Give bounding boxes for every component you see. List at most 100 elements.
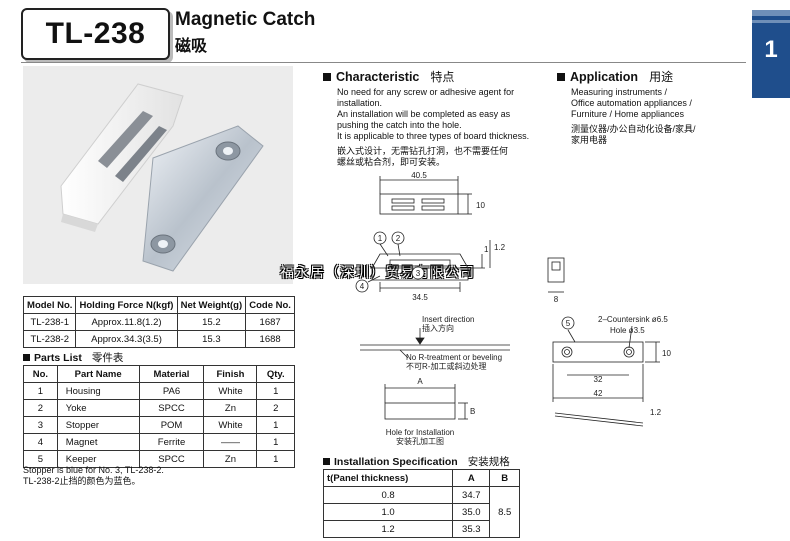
spec-header: Code No.: [245, 296, 295, 314]
spec-cell: TL-238-1: [22, 313, 77, 331]
parts-cell: 3: [23, 416, 58, 434]
application-title-cn: 用途: [649, 70, 674, 84]
hole-drawing-label: Hole for Installation: [386, 428, 454, 437]
application-heading: Application 用途: [557, 68, 673, 85]
callout-1: [373, 231, 387, 245]
characteristic-line: No need for any screw or adhesive agent …: [337, 87, 515, 97]
catch-end-view: [547, 257, 565, 283]
parts-cell: 5: [23, 450, 58, 468]
table-row: TL-238-1 Approx.11.8(1.2) 15.2 1687: [22, 313, 295, 331]
application-text: Measuring instruments / Office automatio…: [571, 87, 746, 146]
spec-cell: TL-238-2: [22, 330, 77, 348]
installation-cell: 34.7: [452, 486, 491, 504]
installation-cell: 0.8: [322, 486, 454, 504]
callout-label: 4: [360, 282, 365, 291]
parts-cell: 1: [23, 382, 58, 400]
installation-cell: 35.3: [452, 520, 491, 538]
application-line: Office automation appliances /: [571, 98, 692, 108]
parts-cell: ——: [203, 433, 258, 451]
parts-cell: Zn: [203, 450, 258, 468]
product-photo: [23, 66, 293, 284]
hole-drawing-label-cn: 安装孔加工图: [396, 436, 444, 446]
application-line: Measuring instruments /: [571, 87, 668, 97]
characteristic-line: It is applicable to three types of board…: [337, 131, 530, 141]
dimension-label: 8: [554, 295, 559, 304]
characteristic-heading: Characteristic 特点: [323, 68, 454, 85]
product-title: Magnetic Catch: [175, 9, 316, 30]
callout-label: 5: [566, 319, 571, 328]
callout-label: 2: [396, 234, 401, 243]
dimension-label: 42: [594, 389, 603, 398]
callout-label: 1: [378, 234, 383, 243]
spec-cell: 15.3: [176, 330, 247, 348]
keeper-plate-view: [552, 341, 644, 363]
characteristic-line-cn: 嵌入式设计，无需钻孔打洞，也不需要任何: [337, 146, 509, 156]
page-tab: [752, 10, 790, 98]
installation-cell: 35.0: [452, 503, 491, 521]
callout-2: [391, 231, 405, 245]
parts-cell: Magnet: [56, 433, 140, 451]
application-title: Application: [570, 69, 639, 84]
parts-cell: 1: [256, 450, 295, 468]
installation-title: Installation Specification: [334, 455, 458, 468]
page-tab-number: 1: [764, 36, 778, 63]
technical-drawing: 1 2 3 4 5 40.5 10 34.5 1 1.2 8 Insert di…: [355, 171, 671, 446]
stopper-note-cn: TL-238-2止挡的颜色为蓝色。: [23, 476, 141, 486]
installation-cell: 1.2: [322, 520, 454, 538]
parts-header: Finish: [203, 365, 258, 383]
installation-header: A: [452, 469, 491, 487]
watermark: 福永居（深圳）贸易有限公司: [280, 265, 475, 281]
section-bullet-icon: [323, 458, 330, 465]
section-bullet-icon: [323, 72, 331, 81]
parts-cell: Ferrite: [138, 433, 205, 451]
table-row: 1.0 35.0: [322, 503, 520, 521]
characteristic-line-cn: 螺丝或粘合剂，即可安装。: [337, 157, 446, 167]
characteristic-line: An installation will be completed as eas…: [337, 109, 511, 119]
parts-list-heading: Parts List 零件表: [23, 350, 123, 365]
installation-hole: [384, 402, 456, 420]
dimension-label: 1: [484, 245, 489, 254]
dimension-label: B: [470, 407, 475, 416]
installation-header: B: [489, 469, 520, 487]
page-tab-strip: [752, 10, 790, 16]
section-bullet-icon: [23, 354, 30, 361]
parts-cell: 2: [256, 399, 295, 417]
application-line-cn: 测量仪器/办公自动化设备/家具/: [571, 124, 696, 134]
parts-cell: 1: [256, 382, 295, 400]
table-row: 1.2 35.3: [322, 520, 520, 538]
parts-cell: PA6: [138, 382, 205, 400]
table-row: TL-238-2 Approx.34.3(3.5) 15.3 1688: [22, 330, 295, 348]
page-tab-strip: [752, 20, 790, 23]
magnetic-catch-image: [60, 83, 264, 272]
parts-header: Qty.: [256, 365, 295, 383]
insert-direction-label-cn: 插入方向: [422, 323, 454, 333]
installation-cell: 1.0: [322, 503, 454, 521]
stopper-note-en: Stopper is blue for No. 3, TL-238-2.: [23, 465, 164, 475]
stopper-note: Stopper is blue for No. 3, TL-238-2. TL-…: [23, 465, 164, 487]
spec-header: Model No.: [22, 296, 77, 314]
parts-cell: POM: [138, 416, 205, 434]
dimension-label: 1.2: [650, 408, 662, 417]
installation-heading: Installation Specification 安装规格: [323, 454, 510, 469]
parts-cell: 1: [256, 433, 295, 451]
table-row: 0.8 34.7 8.5: [322, 486, 520, 538]
spec-header: Holding Force N(kgf): [75, 296, 178, 314]
header-rule: [21, 62, 746, 63]
parts-cell: SPCC: [138, 399, 205, 417]
installation-header: t(Panel thickness): [322, 469, 454, 487]
installation-title-cn: 安装规格: [467, 456, 510, 468]
parts-header: Part Name: [56, 365, 140, 383]
dimension-label: 40.5: [411, 171, 427, 180]
no-r-label-cn: 不可R-加工或斜边处理: [406, 361, 486, 371]
dimension-label: 10: [662, 349, 671, 358]
no-r-label: No R-treatment or beveling: [406, 353, 502, 362]
dimension-label: 10: [476, 201, 485, 210]
dimension-label: 32: [594, 375, 603, 384]
dimension-label: A: [417, 377, 423, 386]
parts-cell: Housing: [56, 382, 140, 400]
countersink-label: 2–Countersink ø6.5: [598, 315, 668, 324]
